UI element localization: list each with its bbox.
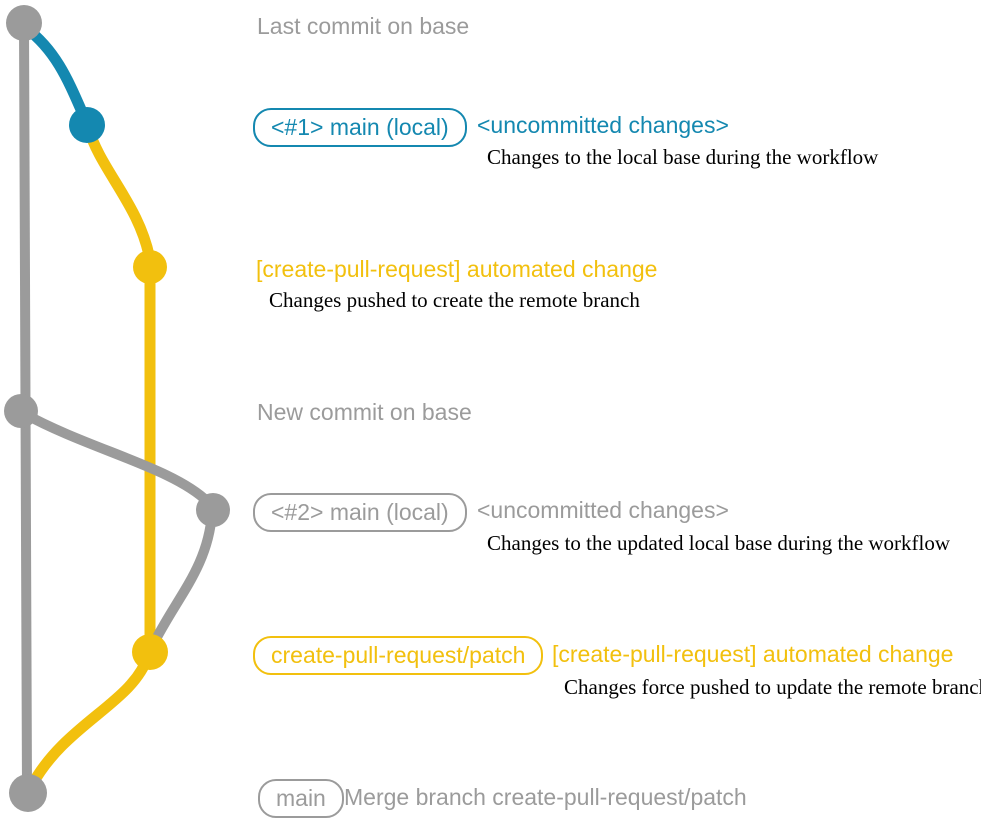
label-automated-change-1: [create-pull-request] automated change bbox=[256, 256, 658, 282]
commit-node-local-main-1 bbox=[69, 107, 105, 143]
label-automated-change-2: [create-pull-request] automated change bbox=[552, 641, 954, 667]
commit-node-automated-change-2 bbox=[132, 634, 168, 670]
remote-branch-upper-curve bbox=[82, 121, 156, 266]
label-uncommitted-changes-2: <uncommitted changes> bbox=[477, 497, 729, 523]
label-new-commit-on-base: New commit on base bbox=[257, 399, 472, 425]
badge-create-pull-request-patch: create-pull-request/patch bbox=[253, 636, 544, 676]
local-main-2-branch-curve bbox=[18, 408, 213, 507]
commit-node-local-main-2 bbox=[196, 493, 230, 527]
desc-updated-local-base: Changes to the updated local base during… bbox=[487, 531, 951, 555]
badge-main-local-1: <#1> main (local) bbox=[253, 108, 467, 148]
label-merge-branch-message: Merge branch create-pull-request/patch bbox=[344, 784, 747, 810]
commit-node-new-base bbox=[4, 394, 38, 428]
local-main-2-update-curve bbox=[148, 508, 217, 650]
commit-node-last-base bbox=[6, 5, 42, 41]
commit-node-merge bbox=[9, 774, 47, 812]
label-uncommitted-changes-1: <uncommitted changes> bbox=[477, 112, 729, 138]
desc-force-pushed-update: Changes force pushed to update the remot… bbox=[564, 675, 981, 699]
badge-main: main bbox=[258, 779, 344, 819]
branch-graph bbox=[4, 5, 230, 812]
commit-node-automated-change-1 bbox=[133, 250, 167, 284]
label-last-commit-on-base: Last commit on base bbox=[257, 13, 470, 39]
desc-local-base-changes: Changes to the local base during the wor… bbox=[487, 145, 879, 169]
desc-pushed-create-remote: Changes pushed to create the remote bran… bbox=[269, 288, 640, 312]
local-main-1-branch-curve bbox=[20, 22, 92, 127]
badge-main-local-2: <#2> main (local) bbox=[253, 493, 467, 533]
remote-branch-merge-curve bbox=[26, 650, 154, 791]
